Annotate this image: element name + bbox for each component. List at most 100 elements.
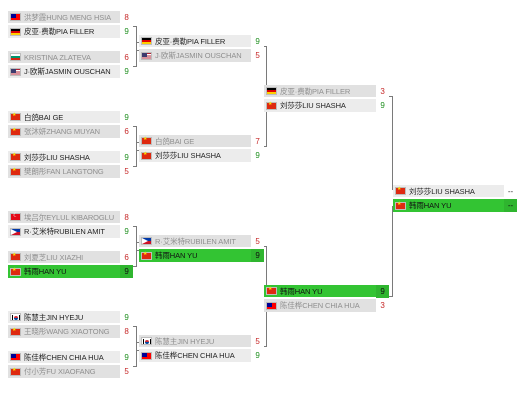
player-name: J·欧斯JASMIN OUSCHAN	[155, 51, 242, 60]
player-score: 9	[376, 99, 389, 112]
usa-flag-icon	[10, 67, 21, 76]
germany-flag-icon	[266, 87, 277, 95]
player-row[interactable]: 刘莎莎LIU SHASHA --	[393, 184, 517, 198]
china-flag-icon	[266, 101, 277, 110]
china-flag-icon	[266, 286, 277, 295]
player-score: 9	[120, 65, 133, 78]
player-score: 3	[376, 299, 389, 312]
player-row[interactable]: 白鸽BAI GE7	[139, 134, 264, 148]
south-korea-flag-icon	[10, 313, 21, 321]
player-row[interactable]: 白鸽BAI GE9	[8, 110, 133, 124]
player-score: 5	[251, 334, 264, 348]
player-score: --	[504, 184, 517, 198]
match-r4-m1: 刘莎莎LIU SHASHA --韩雨HAN YU--	[393, 184, 517, 213]
south-korea-flag-icon	[141, 337, 152, 345]
player-score: 6	[120, 125, 133, 138]
player-row[interactable]: 陈佳桦CHEN CHIA HUA 3	[264, 299, 389, 312]
player-name: 樊朗彤FAN LANGTONG	[24, 167, 104, 176]
player-name: 洪梦霞HUNG MENG HSIA	[24, 12, 112, 22]
china-flag-icon	[10, 127, 21, 136]
player-row[interactable]: 洪梦霞HUNG MENG HSIA 8	[8, 10, 133, 24]
philippines-flag-icon	[10, 227, 21, 236]
chinese-taipei-flag-icon	[141, 351, 152, 360]
player-row[interactable]: 刘莎莎LIU SHASHA 9	[139, 149, 264, 162]
player-row[interactable]: 韩雨HAN YU--	[393, 199, 517, 212]
philippines-flag-icon	[141, 237, 152, 245]
china-flag-icon	[10, 267, 21, 276]
player-score: 8	[120, 10, 133, 24]
chinese-taipei-flag-icon	[10, 353, 21, 361]
china-flag-icon	[141, 136, 152, 145]
player-row[interactable]: J·欧斯JASMIN OUSCHAN 9	[8, 65, 133, 78]
player-score: 5	[251, 234, 264, 248]
player-row[interactable]: 刘莎莎LIU SHASHA 9	[264, 99, 389, 112]
match-r3-m2: 韩雨HAN YU9 陈佳桦CHEN CHIA HUA 3	[264, 284, 389, 313]
player-score: 9	[120, 310, 133, 324]
player-score: --	[504, 199, 517, 212]
match-r1-m3: 白鸽BAI GE9 张沐妍ZHANG MUYAN 6	[8, 110, 133, 139]
player-row[interactable]: R·艾米特RUBILEN AMIT 5	[139, 234, 264, 248]
player-name: 陈慧主JIN HYEJU	[24, 312, 84, 322]
player-score: 3	[376, 84, 389, 98]
player-score: 9	[120, 350, 133, 364]
player-score: 8	[120, 210, 133, 224]
germany-flag-icon	[10, 27, 21, 36]
china-flag-icon	[395, 186, 406, 195]
bulgaria-flag-icon	[10, 53, 21, 61]
player-row[interactable]: 樊朗彤FAN LANGTONG 5	[8, 165, 133, 178]
usa-flag-icon	[141, 51, 152, 60]
turkey-flag-icon	[10, 212, 21, 221]
player-name: 韩雨HAN YU	[155, 251, 198, 260]
player-name: 陈佳桦CHEN CHIA HUA	[280, 301, 360, 310]
china-flag-icon	[10, 367, 21, 376]
player-name: 白鸽BAI GE	[155, 136, 195, 146]
player-name: 王晓彤WANG XIAOTONG	[24, 327, 110, 336]
player-score: 9	[120, 25, 133, 38]
player-name: J·欧斯JASMIN OUSCHAN	[24, 67, 111, 76]
player-row[interactable]: 付小芳FU XIAOFANG 5	[8, 365, 133, 378]
match-r2-m2: 白鸽BAI GE7 刘莎莎LIU SHASHA 9	[139, 134, 264, 163]
player-score: 9	[251, 149, 264, 162]
player-name: 张沐妍ZHANG MUYAN	[24, 127, 100, 136]
player-row[interactable]: 韩雨HAN YU9	[139, 249, 264, 262]
player-name: R·艾米特RUBILEN AMIT	[155, 236, 236, 246]
player-score: 5	[120, 165, 133, 178]
china-flag-icon	[10, 167, 21, 176]
germany-flag-icon	[141, 37, 152, 45]
player-row[interactable]: 张沐妍ZHANG MUYAN 6	[8, 125, 133, 138]
china-flag-icon	[10, 327, 21, 336]
match-r2-m3: R·艾米特RUBILEN AMIT 5韩雨HAN YU9	[139, 234, 264, 263]
player-row[interactable]: 韩雨HAN YU9	[8, 265, 133, 278]
china-flag-icon	[141, 251, 152, 260]
player-row[interactable]: 陈慧主JIN HYEJU 9	[8, 310, 133, 324]
player-name: 刘莎莎LIU SHASHA	[409, 186, 475, 196]
player-row[interactable]: 韩雨HAN YU9	[264, 284, 389, 298]
player-name: KRISTINA ZLATEVA	[24, 52, 91, 62]
player-score: 9	[120, 150, 133, 164]
china-flag-icon	[141, 151, 152, 160]
player-name: 刘莎莎LIU SHASHA	[155, 151, 221, 160]
player-name: 付小芳FU XIAOFANG	[24, 367, 96, 376]
player-score: 5	[120, 365, 133, 378]
player-score: 9	[120, 225, 133, 238]
player-name: 刘莎莎LIU SHASHA	[280, 101, 346, 110]
player-score: 9	[120, 265, 133, 278]
